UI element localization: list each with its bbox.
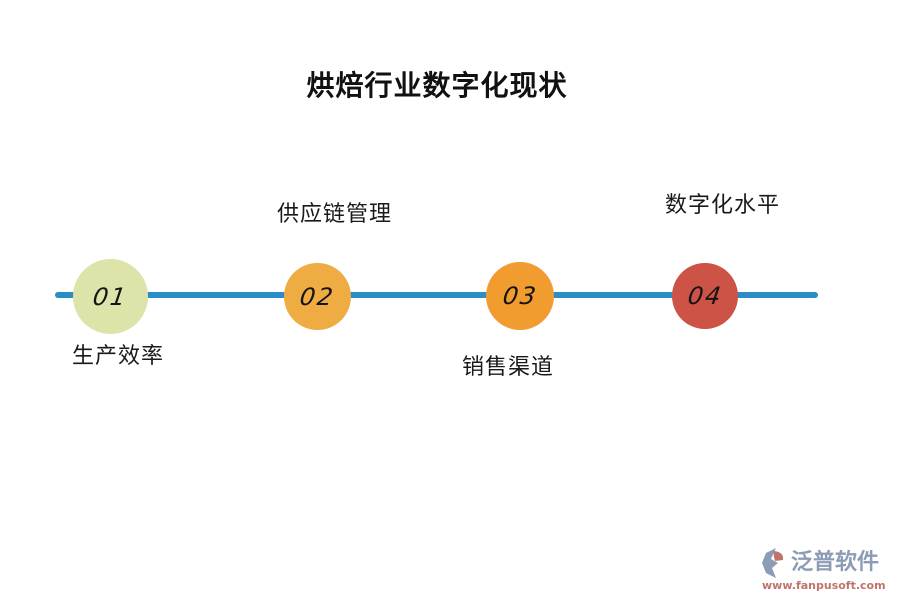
watermark: 泛普软件 www.fanpusoft.com xyxy=(762,548,892,592)
timeline-node-03: 03 xyxy=(486,262,554,330)
timeline-node-number: 04 xyxy=(685,282,725,310)
page-title: 烘焙行业数字化现状 xyxy=(306,71,568,102)
timeline-node-01: 01 xyxy=(73,259,148,334)
timeline-label-production: 生产效率 xyxy=(72,343,165,368)
timeline-label-digital-level: 数字化水平 xyxy=(665,192,781,217)
timeline-node-04: 04 xyxy=(672,263,738,329)
watermark-row: 泛普软件 xyxy=(762,548,892,578)
timeline-node-02: 02 xyxy=(284,263,351,330)
timeline-node-number: 02 xyxy=(298,282,337,311)
timeline-label-supply-chain: 供应链管理 xyxy=(277,201,393,226)
watermark-url: www.fanpusoft.com xyxy=(762,579,886,592)
timeline-node-number: 03 xyxy=(500,282,540,310)
timeline-node-number: 01 xyxy=(91,282,130,311)
timeline-label-sales: 销售渠道 xyxy=(462,354,555,379)
fanpu-logo-icon xyxy=(762,548,784,578)
timeline-line xyxy=(55,292,818,298)
watermark-brand: 泛普软件 xyxy=(791,550,880,575)
